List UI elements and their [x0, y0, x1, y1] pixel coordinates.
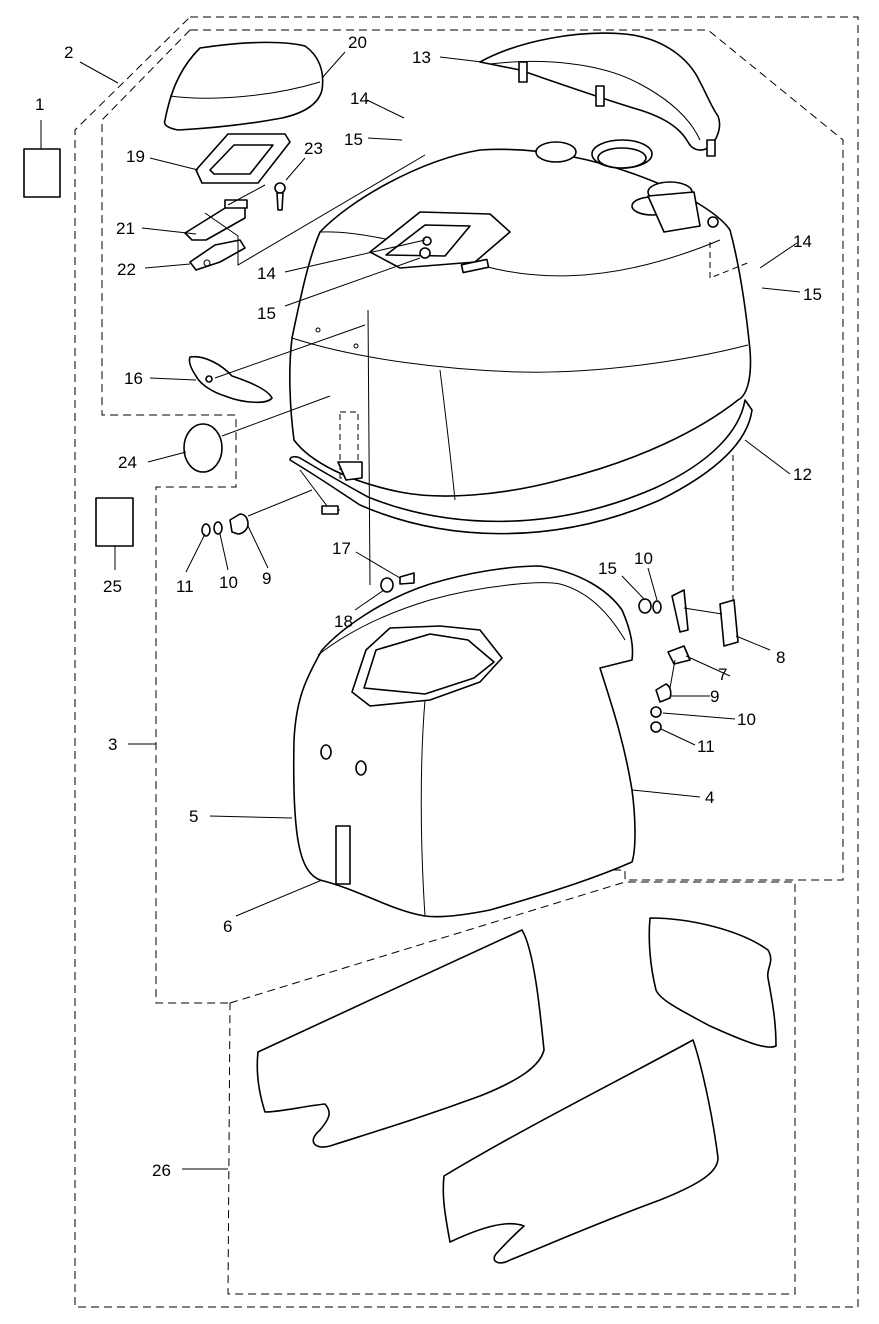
callout-labels: 1 2 20 13 14 15 19 23 21 22 14 15 14 15 … [35, 33, 822, 1180]
callout-8: 8 [776, 648, 785, 667]
cap-part-24 [183, 423, 223, 473]
callout-7: 7 [718, 665, 727, 684]
group-boundary-decals [227, 881, 796, 1295]
callout-13: 13 [412, 48, 431, 67]
callout-2: 2 [64, 43, 73, 62]
callout-11: 11 [697, 737, 715, 756]
callout-15: 15 [598, 559, 617, 578]
callout-20: 20 [348, 33, 367, 52]
manual-part-1 [23, 148, 61, 198]
group-boundary-upper [101, 29, 237, 1004]
gasket-part-19 [195, 133, 291, 184]
clip-part-16 [188, 355, 273, 404]
callout-24: 24 [118, 453, 137, 472]
callout-3: 3 [108, 735, 117, 754]
callout-25: 25 [103, 577, 122, 596]
hardware-right [638, 242, 751, 733]
callout-1: 1 [35, 95, 44, 114]
group-boundary-2 [74, 16, 859, 1308]
drop-line-18 [367, 309, 371, 586]
callout-10: 10 [219, 573, 238, 592]
callout-22: 22 [117, 260, 136, 279]
callout-11: 11 [176, 577, 194, 596]
callout-5: 5 [189, 807, 198, 826]
callout-14: 14 [257, 264, 276, 283]
screw-part-23 [274, 182, 286, 211]
hardware-left [201, 513, 249, 537]
lower-cowl [292, 565, 636, 918]
latch-part-22 [189, 239, 246, 271]
callout-9: 9 [262, 569, 271, 588]
handle-part-13 [479, 32, 721, 157]
callout-14: 14 [793, 232, 812, 251]
grip-cap-part-20 [163, 41, 324, 131]
leader-lines [40, 51, 801, 1170]
latch-part-21 [184, 199, 248, 241]
callout-19: 19 [126, 147, 145, 166]
group-boundary-top-cover [190, 29, 844, 881]
callout-16: 16 [124, 369, 143, 388]
assembly-line-21-22 [204, 154, 426, 266]
callout-18: 18 [334, 612, 353, 631]
callout-23: 23 [304, 139, 323, 158]
hinge-bracket [337, 461, 363, 481]
callout-26: 26 [152, 1161, 171, 1180]
callout-10: 10 [737, 710, 756, 729]
callout-17: 17 [332, 539, 351, 558]
decals-part-26 [256, 917, 777, 1264]
callout-10: 10 [634, 549, 653, 568]
callout-9: 9 [710, 687, 719, 706]
callout-14: 14 [350, 89, 369, 108]
callout-21: 21 [116, 219, 135, 238]
callout-12: 12 [793, 465, 812, 484]
screw-part-17 [399, 572, 415, 585]
callout-15: 15 [344, 130, 363, 149]
callout-15: 15 [803, 285, 822, 304]
seal-part-12 [289, 399, 753, 535]
manual-part-25 [95, 497, 134, 547]
washer-part-18 [380, 577, 394, 593]
top-cowl [289, 139, 752, 501]
callout-4: 4 [705, 788, 714, 807]
callout-6: 6 [223, 917, 232, 936]
callout-15: 15 [257, 304, 276, 323]
